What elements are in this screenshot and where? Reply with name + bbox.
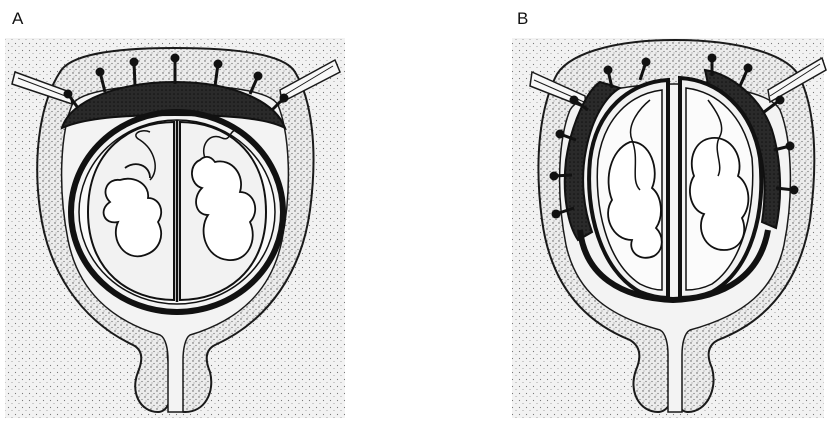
figure-canvas: A B <box>0 0 827 422</box>
panel-b-illustration <box>0 0 827 422</box>
